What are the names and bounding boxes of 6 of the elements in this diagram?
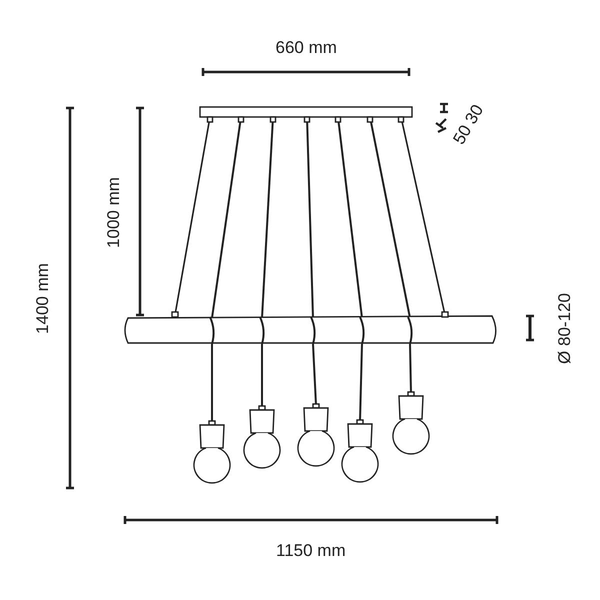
thickness-label: 50 30 <box>450 101 486 147</box>
dimension-label: 660 mm <box>276 38 337 56</box>
dimension-label: 1000 mm <box>104 176 122 248</box>
diameter-label: Ø 80-120 <box>555 292 572 364</box>
dimension-label: 1150 mm <box>276 542 346 558</box>
dimension-label: 1400 mm <box>33 262 50 334</box>
